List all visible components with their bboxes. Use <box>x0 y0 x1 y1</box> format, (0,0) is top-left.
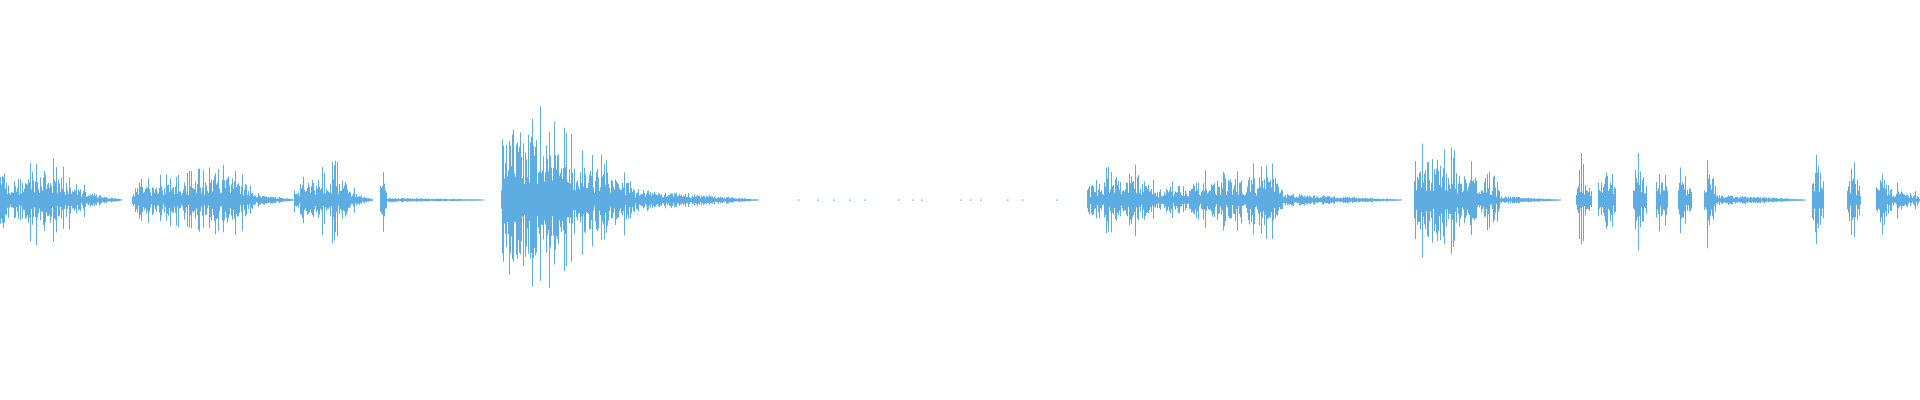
silence-dot <box>980 199 982 201</box>
silence-dot <box>912 199 914 201</box>
silence-dot <box>921 199 923 201</box>
waveform-silence-dots <box>798 199 1058 201</box>
silence-dot <box>864 199 866 201</box>
silence-dot <box>898 199 900 201</box>
silence-dot <box>1056 199 1058 201</box>
silence-dot <box>849 199 851 201</box>
silence-dot <box>1007 199 1009 201</box>
silence-dot <box>817 199 819 201</box>
silence-dot <box>833 199 835 201</box>
silence-dot <box>1022 199 1024 201</box>
silence-dot <box>960 199 962 201</box>
waveform-trace <box>0 106 1920 288</box>
silence-dot <box>798 199 800 201</box>
silence-dot <box>970 199 972 201</box>
